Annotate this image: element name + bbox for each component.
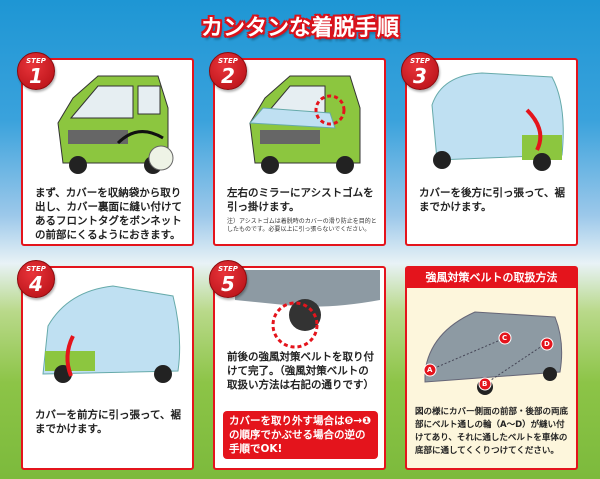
step-4-text: カバーを前方に引っ張って、裾までかけます。 bbox=[35, 409, 181, 435]
covered-car-front-illustration bbox=[42, 285, 181, 383]
page-title: カンタンな着脱手順 bbox=[200, 16, 399, 41]
belt-point-d: D bbox=[544, 340, 550, 348]
belt-instructions-panel: 強風対策ベルトの取扱方法 A B C D 図の様にカバー側面の前部・後部の両底部… bbox=[405, 266, 578, 470]
removal-callout: カバーを取り外す場合は❺→❶の順序でかぶせる場合の逆の手順でOK! bbox=[223, 411, 378, 459]
green-car-illustration bbox=[57, 75, 174, 174]
step-2-note: 注）アシストゴムは着脱時のカバーの滑り防止を目的としたものです。必要以上に引っ張… bbox=[227, 218, 377, 233]
covered-car-rear-illustration bbox=[431, 72, 564, 171]
belt-text: 図の様にカバー側面の前部・後部の両底部にベルト通しの輪（A〜D）が縫い付けてあり… bbox=[415, 407, 569, 456]
belt-point-b: B bbox=[482, 380, 488, 388]
step-3-text: カバーを後方に引っ張って、裾までかけます。 bbox=[419, 187, 565, 213]
belt-heading: 強風対策ベルトの取扱方法 bbox=[407, 268, 576, 288]
step-5-text: 前後の強風対策ベルトを取り付けて完了。（強風対策ベルトの取扱い方法は右記の通りで… bbox=[227, 351, 374, 391]
belt-diagram bbox=[423, 311, 563, 395]
belt-closeup-illustration bbox=[235, 270, 380, 349]
step-1-text: まず、カバーを収納袋から取り出し、カバー裏面に縫い付けてあるフロントタグをボンネ… bbox=[35, 187, 182, 241]
belt-point-a: A bbox=[427, 366, 433, 374]
belt-point-c: C bbox=[502, 334, 508, 342]
car-with-assist-rubber-illustration bbox=[248, 75, 361, 174]
step-2-text: 左右のミラーにアシストゴムを引っ掛けます。 bbox=[227, 187, 374, 213]
